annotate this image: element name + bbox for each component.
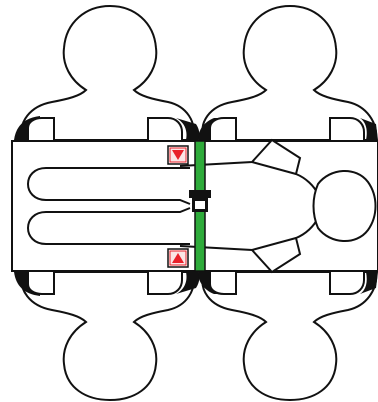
buckle-icon [189, 190, 211, 212]
patient-figure [26, 138, 377, 274]
helper-bottom-left [14, 271, 200, 402]
helper-top-right [198, 4, 378, 141]
arrow-down-icon [167, 145, 189, 165]
arrow-up-icon [167, 248, 189, 268]
helper-bottom-right [198, 271, 378, 402]
patient-head [312, 169, 377, 243]
helper-top-left [14, 4, 200, 141]
